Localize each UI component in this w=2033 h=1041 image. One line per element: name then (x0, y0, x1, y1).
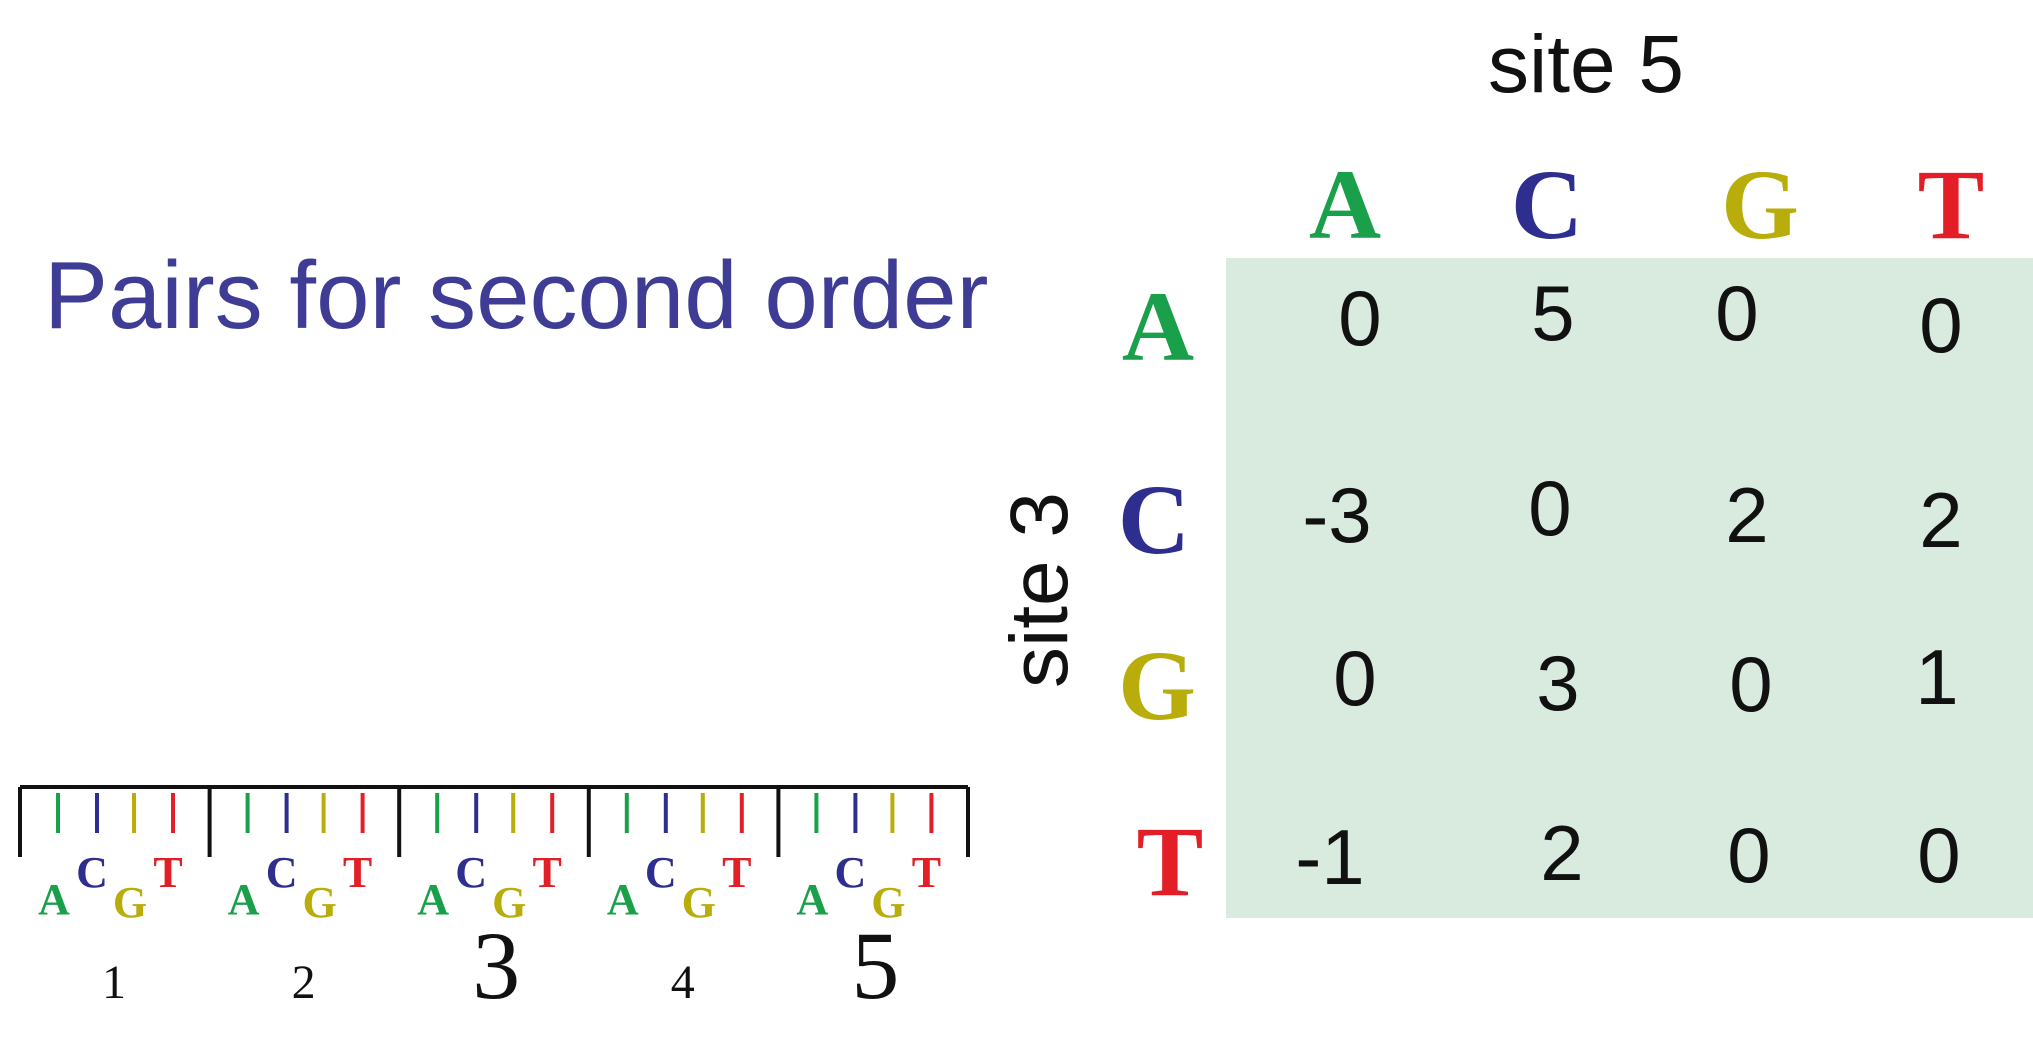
row-header-a: A (1121, 271, 1195, 382)
matrix-cell: 2 (1919, 476, 1963, 564)
nucleotide-label: G (113, 878, 147, 927)
row-header-c: C (1117, 464, 1191, 575)
matrix-cell: 0 (1715, 269, 1759, 357)
site-number-label: 2 (292, 956, 316, 1009)
column-header-t: T (1917, 149, 1985, 260)
nucleotide-label: G (302, 878, 336, 927)
nucleotide-label: T (343, 848, 372, 897)
page-title: Pairs for second order (44, 242, 989, 349)
nucleotide-label: C (455, 848, 487, 897)
nucleotide-label: A (797, 875, 829, 924)
column-header-g: G (1721, 149, 1799, 260)
nucleotide-label: A (607, 875, 639, 924)
row-axis-label: site 3 (994, 492, 1085, 688)
nucleotide-label: G (682, 878, 716, 927)
column-axis-label: site 5 (1488, 19, 1684, 110)
site-number-label: 3 (472, 912, 520, 1019)
site-number-label: 1 (102, 956, 126, 1009)
nucleotide-label: T (533, 848, 562, 897)
matrix-cell: 0 (1338, 274, 1382, 362)
nucleotide-label: T (153, 848, 182, 897)
matrix-cell: 3 (1536, 639, 1580, 727)
nucleotide-label: C (76, 848, 108, 897)
matrix-cell: 0 (1333, 634, 1377, 722)
nucleotide-label: T (722, 848, 751, 897)
matrix-cell: 2 (1725, 471, 1769, 559)
matrix-cell: 0 (1528, 464, 1572, 552)
matrix-cell: -1 (1295, 813, 1365, 901)
column-header-c: C (1510, 149, 1584, 260)
nucleotide-label: C (835, 848, 867, 897)
row-header-t: T (1136, 806, 1204, 917)
nucleotide-label: G (871, 878, 905, 927)
site-number-label: 5 (851, 912, 899, 1019)
matrix-cell: 0 (1727, 811, 1771, 899)
matrix-cell: 1 (1915, 633, 1959, 721)
site-number-label: 4 (671, 956, 695, 1009)
matrix-background (1226, 258, 2033, 918)
nucleotide-label: A (38, 875, 70, 924)
nucleotide-label: C (645, 848, 677, 897)
matrix-cell: 0 (1919, 281, 1963, 369)
matrix-cell: 0 (1917, 811, 1961, 899)
nucleotide-label: C (266, 848, 298, 897)
matrix-cell: -3 (1302, 471, 1372, 559)
column-header-a: A (1308, 149, 1382, 260)
nucleotide-label: G (492, 878, 526, 927)
nucleotide-label: T (912, 848, 941, 897)
nucleotide-label: A (228, 875, 260, 924)
matrix-cell: 0 (1729, 640, 1773, 728)
matrix-cell: 2 (1540, 809, 1584, 897)
row-header-g: G (1118, 630, 1196, 741)
matrix-cell: 5 (1531, 269, 1575, 357)
nucleotide-label: A (417, 875, 449, 924)
